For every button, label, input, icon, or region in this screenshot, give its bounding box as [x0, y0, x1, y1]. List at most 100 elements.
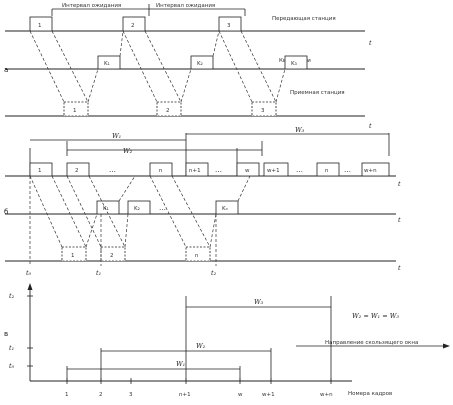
ack-frame-3: [284, 55, 308, 70]
part-a-label: a: [4, 66, 8, 74]
b-rx-frame-1-label: 1: [71, 253, 75, 259]
part-a: a Интервал ожидания Интервал ожидания Пе…: [4, 3, 372, 130]
b-propagation: [85, 213, 98, 248]
c-x-tick-label-3: 3: [129, 392, 133, 398]
propagation-line: [122, 30, 158, 103]
b-tx-frame-w1-label: w+1: [267, 168, 280, 174]
b-tx-ellipsis-4: …: [344, 166, 351, 174]
b-rx-frame-n-label: n: [195, 253, 199, 259]
propagation-line: [212, 30, 220, 57]
c-x-tick-label-w1: w+1: [262, 392, 275, 398]
part-c: в t₂ t₁ t₀ 1 2 3 n+1 w w+1 w+n Номера ка…: [4, 283, 450, 398]
ack-frame-1: [97, 55, 121, 70]
receiver-label: Приемная станция: [290, 90, 345, 96]
b-propagation: [51, 175, 87, 248]
c-y-tick-t1: t₁: [9, 344, 14, 352]
b-ack-2: [127, 200, 151, 215]
interval-label-2: Интервал ожидания: [156, 3, 215, 9]
b-tx-frame-n: [149, 162, 173, 177]
b-propagation: [118, 175, 136, 202]
b-tx-frame-n2: [316, 162, 340, 177]
rx-frame-2-label: 2: [166, 108, 170, 114]
c-x-tick-label-2: 2: [99, 392, 103, 398]
b-propagation: [237, 175, 251, 202]
t1-label: t₁: [96, 269, 101, 277]
b-tx-frame-w1: [263, 162, 289, 177]
c-y-tick-t2: t₂: [9, 292, 15, 300]
tx-frame-1-label: 1: [38, 23, 42, 29]
b-tx-ellipsis-3: …: [296, 166, 303, 174]
ack-frame-2: [190, 55, 214, 70]
b-propagation: [124, 213, 129, 248]
b-propagation: [149, 175, 187, 248]
transmitter-label: Передающая станция: [272, 16, 336, 22]
b-ack-n: [215, 200, 239, 215]
t2-label: t₂: [211, 269, 217, 277]
tx-frame-3: [218, 16, 242, 32]
b-tx-frame-1: [29, 162, 53, 177]
c-direction-arrow-head: [443, 343, 450, 349]
time-symbol-b2: t: [398, 216, 401, 224]
window-w3-label: W₃: [295, 126, 305, 134]
propagation-line: [29, 30, 65, 103]
b-tx-frame-n1: [185, 162, 209, 177]
ack-frame-2-label: K₂: [197, 61, 203, 67]
b-ack-ellipsis: …: [159, 204, 166, 212]
b-rx-frame-1: [61, 246, 87, 262]
rx-frame-3: [251, 101, 277, 117]
c-x-tick-label-wn: w+n: [320, 392, 333, 398]
part-b: б W₁ W₂ W₃ t 1 2 … n n+1 … w w+1 … n …: [4, 126, 401, 277]
b-ack-2-label: K₂: [134, 206, 140, 212]
b-propagation: [66, 175, 102, 248]
b-ack-n-label: Kₙ: [222, 206, 228, 212]
tx-frame-2: [122, 16, 146, 32]
propagation-line: [87, 68, 99, 103]
c-x-tick-label-n1: n+1: [179, 392, 191, 398]
c-window-w1-label: W₁: [176, 360, 185, 368]
ack-frame-1-label: K₁: [104, 61, 110, 67]
c-direction-label: Направление скользящего окна: [325, 340, 418, 346]
c-window-w2-label: W₂: [196, 342, 206, 350]
time-symbol-b3: t: [398, 264, 401, 272]
c-x-axis-label: Номера кадров: [348, 391, 392, 397]
time-symbol-a1: t: [369, 39, 372, 47]
tx-frame-3-label: 3: [227, 23, 231, 29]
b-tx-frame-n2-label: n: [325, 168, 329, 174]
b-tx-frame-w-label: w: [245, 168, 250, 174]
c-x-tick-label-w: w: [238, 392, 243, 398]
c-formula: W₂ = W₁ = W₃: [352, 312, 399, 320]
window-w1-label: W₁: [112, 132, 121, 140]
b-rx-frame-n: [185, 246, 211, 262]
part-c-label: в: [4, 330, 8, 338]
b-tx-frame-2: [66, 162, 90, 177]
b-tx-ellipsis-1: …: [109, 166, 116, 174]
interval-label-1: Интервал ожидания: [62, 3, 121, 9]
b-tx-frame-wn-label: w+n: [364, 168, 377, 174]
propagation-line: [119, 30, 124, 57]
c-y-tick-t0: t₀: [9, 362, 15, 370]
time-symbol-a2: t: [369, 122, 372, 130]
rx-frame-1: [63, 101, 89, 117]
b-rx-frame-2: [100, 246, 126, 262]
tx-frame-1: [29, 16, 53, 32]
b-tx-ellipsis-2: …: [215, 166, 222, 174]
b-tx-frame-n1-label: n+1: [189, 168, 201, 174]
propagation-line: [144, 30, 182, 103]
b-tx-frame-n-label: n: [159, 168, 163, 174]
c-y-axis-arrow: [27, 283, 33, 290]
rx-frame-3-label: 3: [261, 108, 265, 114]
time-symbol-b1: t: [398, 180, 401, 188]
propagation-line: [275, 68, 286, 103]
b-tx-frame-2-label: 2: [75, 168, 79, 174]
b-propagation: [209, 213, 217, 248]
propagation-line: [240, 30, 277, 103]
b-tx-frame-w: [236, 162, 260, 177]
rx-frame-2: [156, 101, 182, 117]
b-tx-frame-1-label: 1: [38, 168, 42, 174]
t0-label: t₀: [26, 269, 32, 277]
b-tx-frame-wn: [361, 162, 390, 177]
propagation-line: [51, 30, 89, 103]
b-rx-frame-2-label: 2: [110, 253, 114, 259]
